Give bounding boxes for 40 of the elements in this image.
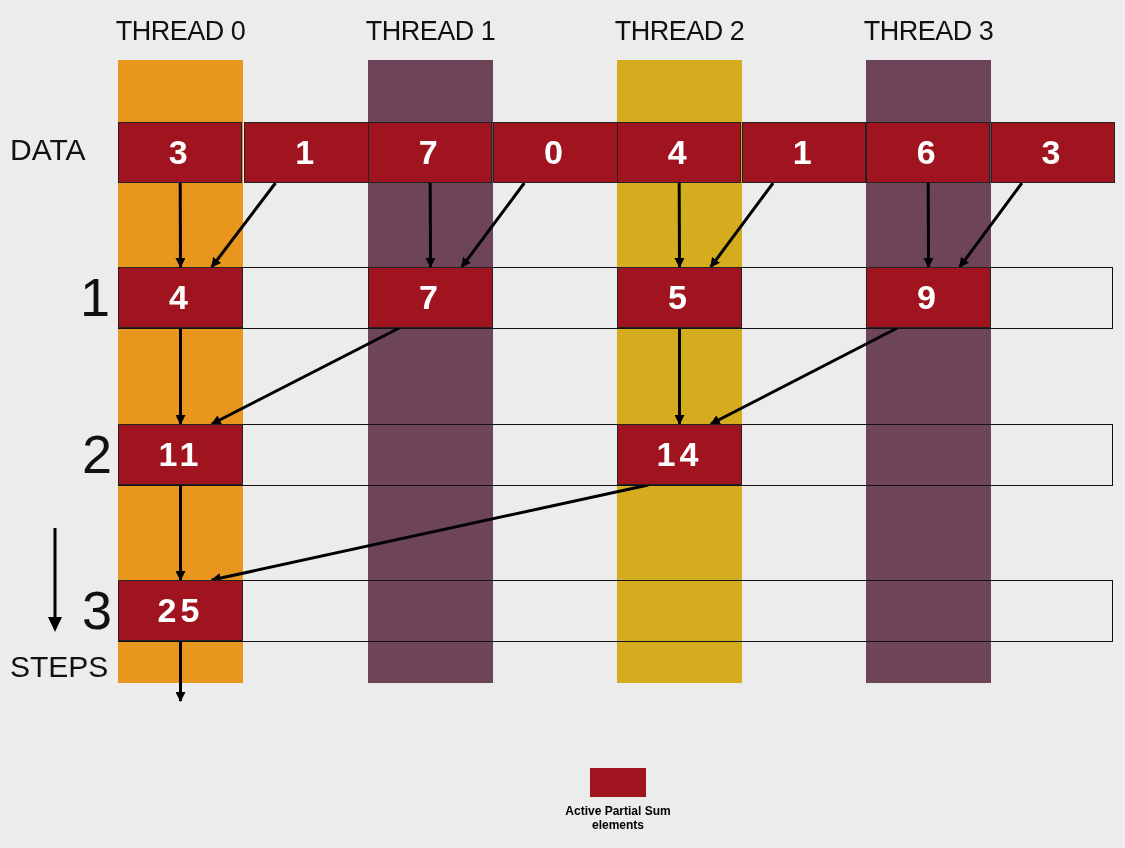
arrow [460, 182, 526, 268]
column-heading: THREAD 0 [114, 16, 247, 47]
arrow [923, 183, 934, 268]
arrow [175, 328, 186, 425]
arrow [175, 183, 186, 268]
arrow [175, 485, 186, 581]
arrow [425, 183, 436, 268]
arrow [210, 182, 277, 268]
arrow [709, 326, 898, 426]
data-cell: 4 [617, 122, 742, 183]
column-heading: THREAD 1 [364, 16, 497, 47]
data-cell: 1 [742, 122, 867, 183]
step-number: 1 [80, 270, 111, 324]
partial-sum-cell: 7 [368, 267, 493, 328]
arrow [674, 328, 685, 425]
arrow [210, 483, 649, 583]
arrow [958, 182, 1024, 268]
data-cell: 3 [118, 122, 243, 183]
step-number: 3 [82, 583, 113, 637]
partial-sum-cell: 9 [866, 267, 991, 328]
axis-label: STEPS [10, 652, 109, 682]
data-cell: 0 [493, 122, 618, 183]
step-number: 2 [82, 427, 113, 481]
legend-label: Active Partial Sum elements [564, 804, 672, 832]
data-cell: 6 [866, 122, 991, 183]
row-label: DATA [10, 135, 86, 165]
partial-sum-cell: 14 [617, 424, 742, 485]
partial-sum-cell: 11 [118, 424, 243, 485]
arrow [210, 326, 400, 426]
data-cell: 7 [368, 122, 493, 183]
arrow [674, 183, 685, 268]
data-cell: 3 [990, 122, 1116, 183]
partial-sum-cell: 4 [118, 267, 243, 328]
partial-sum-cell: 5 [617, 267, 742, 328]
column-heading: THREAD 2 [613, 16, 746, 47]
data-cell: 1 [244, 122, 369, 183]
partial-sum-cell: 25 [118, 580, 243, 641]
arrow [175, 641, 186, 702]
column-heading: THREAD 3 [862, 16, 995, 47]
arrow [709, 182, 775, 268]
